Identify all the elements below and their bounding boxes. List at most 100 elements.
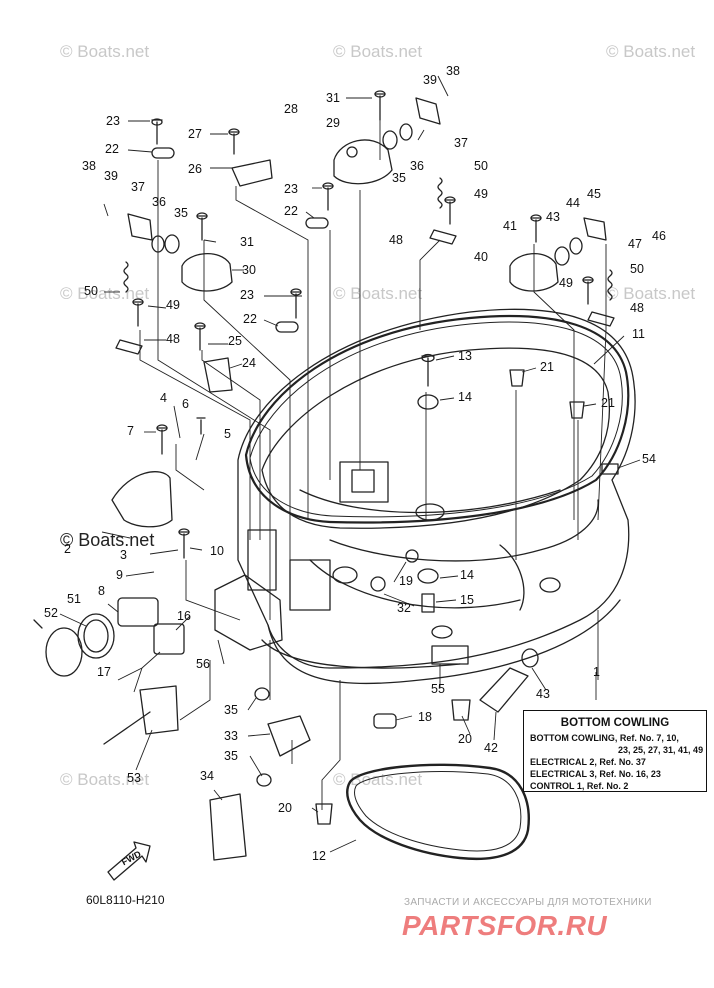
advert-logo[interactable]: PARTSFOR.RU [402,910,608,941]
callout-27: 27 [188,127,202,141]
callout-21: 21 [601,396,615,410]
callout-37: 37 [131,180,145,194]
callout-37: 37 [454,136,468,150]
callout-43: 43 [546,210,560,224]
watermark: © Boats.net [60,530,155,550]
callout-20: 20 [458,732,472,746]
lever-2 [111,471,173,528]
part-30-housing [181,252,233,292]
callout-43: 43 [536,687,550,701]
callout-41: 41 [503,219,517,233]
callout-24: 24 [242,356,256,370]
callout-39: 39 [423,73,437,87]
callout-23: 23 [284,182,298,196]
callout-7: 7 [127,424,134,438]
callout-12: 12 [312,849,326,863]
callout-22: 22 [284,204,298,218]
cowling-seal-11 [244,314,630,524]
callout-30: 30 [242,263,256,277]
callout-22: 22 [105,142,119,156]
watermark: © Boats.net [60,42,150,61]
callout-25: 25 [228,334,242,348]
callout-39: 39 [104,169,118,183]
seal-12 [346,763,530,860]
callout-45: 45 [587,187,601,201]
callout-31: 31 [326,91,340,105]
callout-47: 47 [628,237,642,251]
cowling-inner-rim [261,347,610,529]
callout-35: 35 [174,206,188,220]
callout-26: 26 [188,162,202,176]
legend-title: BOTTOM COWLING [560,717,670,729]
callout-51: 51 [67,592,81,606]
bottom-cowling-shell [237,308,636,669]
callout-52: 52 [44,606,58,620]
part-29-housing [333,139,393,185]
watermark: © Boats.net [333,770,423,789]
callout-32: 32 [397,601,411,615]
watermark: © Boats.net [333,284,423,303]
callout-14: 14 [458,390,472,404]
callout-17: 17 [97,665,111,679]
callout-38: 38 [446,64,460,78]
legend-line: ELECTRICAL 2, Ref. No. 37 [530,757,646,767]
callout-18: 18 [418,710,432,724]
fwd-arrow [107,841,151,881]
callout-9: 9 [116,568,123,582]
callout-50: 50 [474,159,488,173]
callout-42: 42 [484,741,498,755]
callout-5: 5 [224,427,231,441]
callout-46: 46 [652,229,666,243]
legend-line: ELECTRICAL 3, Ref. No. 16, 23 [530,769,661,779]
callout-50: 50 [84,284,98,298]
callout-50: 50 [630,262,644,276]
reference-legend: BOTTOM COWLING BOTTOM COWLING, Ref. No. … [523,710,707,792]
callout-4: 4 [160,391,167,405]
callout-49: 49 [474,187,488,201]
callout-35: 35 [224,749,238,763]
callout-2: 2 [64,542,71,556]
callout-55: 55 [431,682,445,696]
callout-8: 8 [98,584,105,598]
tie-bracket-53 [139,685,179,735]
diagram-code: 60L8110-H210 [86,893,165,907]
callout-23: 23 [240,288,254,302]
watermark: © Boats.net [606,284,696,303]
callout-23: 23 [106,114,120,128]
callout-35: 35 [392,171,406,185]
callout-40: 40 [474,250,488,264]
part-40-housing [509,252,559,292]
callout-16: 16 [177,609,191,623]
callout-36: 36 [152,195,166,209]
callout-49: 49 [166,298,180,312]
callout-56: 56 [196,657,210,671]
callout-54: 54 [642,452,656,466]
callout-48: 48 [389,233,403,247]
callout-38: 38 [82,159,96,173]
callout-53: 53 [127,771,141,785]
callout-15: 15 [460,593,474,607]
callout-34: 34 [200,769,214,783]
legend-line: CONTROL 1, Ref. No. 2 [530,781,629,791]
watermark: © Boats.net [606,42,696,61]
advert-subtitle: ЗАПЧАСТИ И АКСЕССУАРЫ ДЛЯ МОТОТЕХНИКИ [404,897,652,908]
legend-line: BOTTOM COWLING, Ref. No. 7, 10, [530,733,679,743]
callout-48: 48 [166,332,180,346]
callout-36: 36 [410,159,424,173]
legend-line: 23, 25, 27, 31, 41, 49 [618,745,704,755]
callout-28: 28 [284,102,298,116]
callout-3: 3 [120,548,127,562]
callout-6: 6 [182,397,189,411]
watermark: © Boats.net [60,284,150,303]
callout-13: 13 [458,349,472,363]
callout-14: 14 [460,568,474,582]
callout-31: 31 [240,235,254,249]
watermark: © Boats.net [333,42,423,61]
callout-20: 20 [278,801,292,815]
callout-49: 49 [559,276,573,290]
callout-10: 10 [210,544,224,558]
callout-22: 22 [243,312,257,326]
callout-29: 29 [326,116,340,130]
callout-21: 21 [540,360,554,374]
